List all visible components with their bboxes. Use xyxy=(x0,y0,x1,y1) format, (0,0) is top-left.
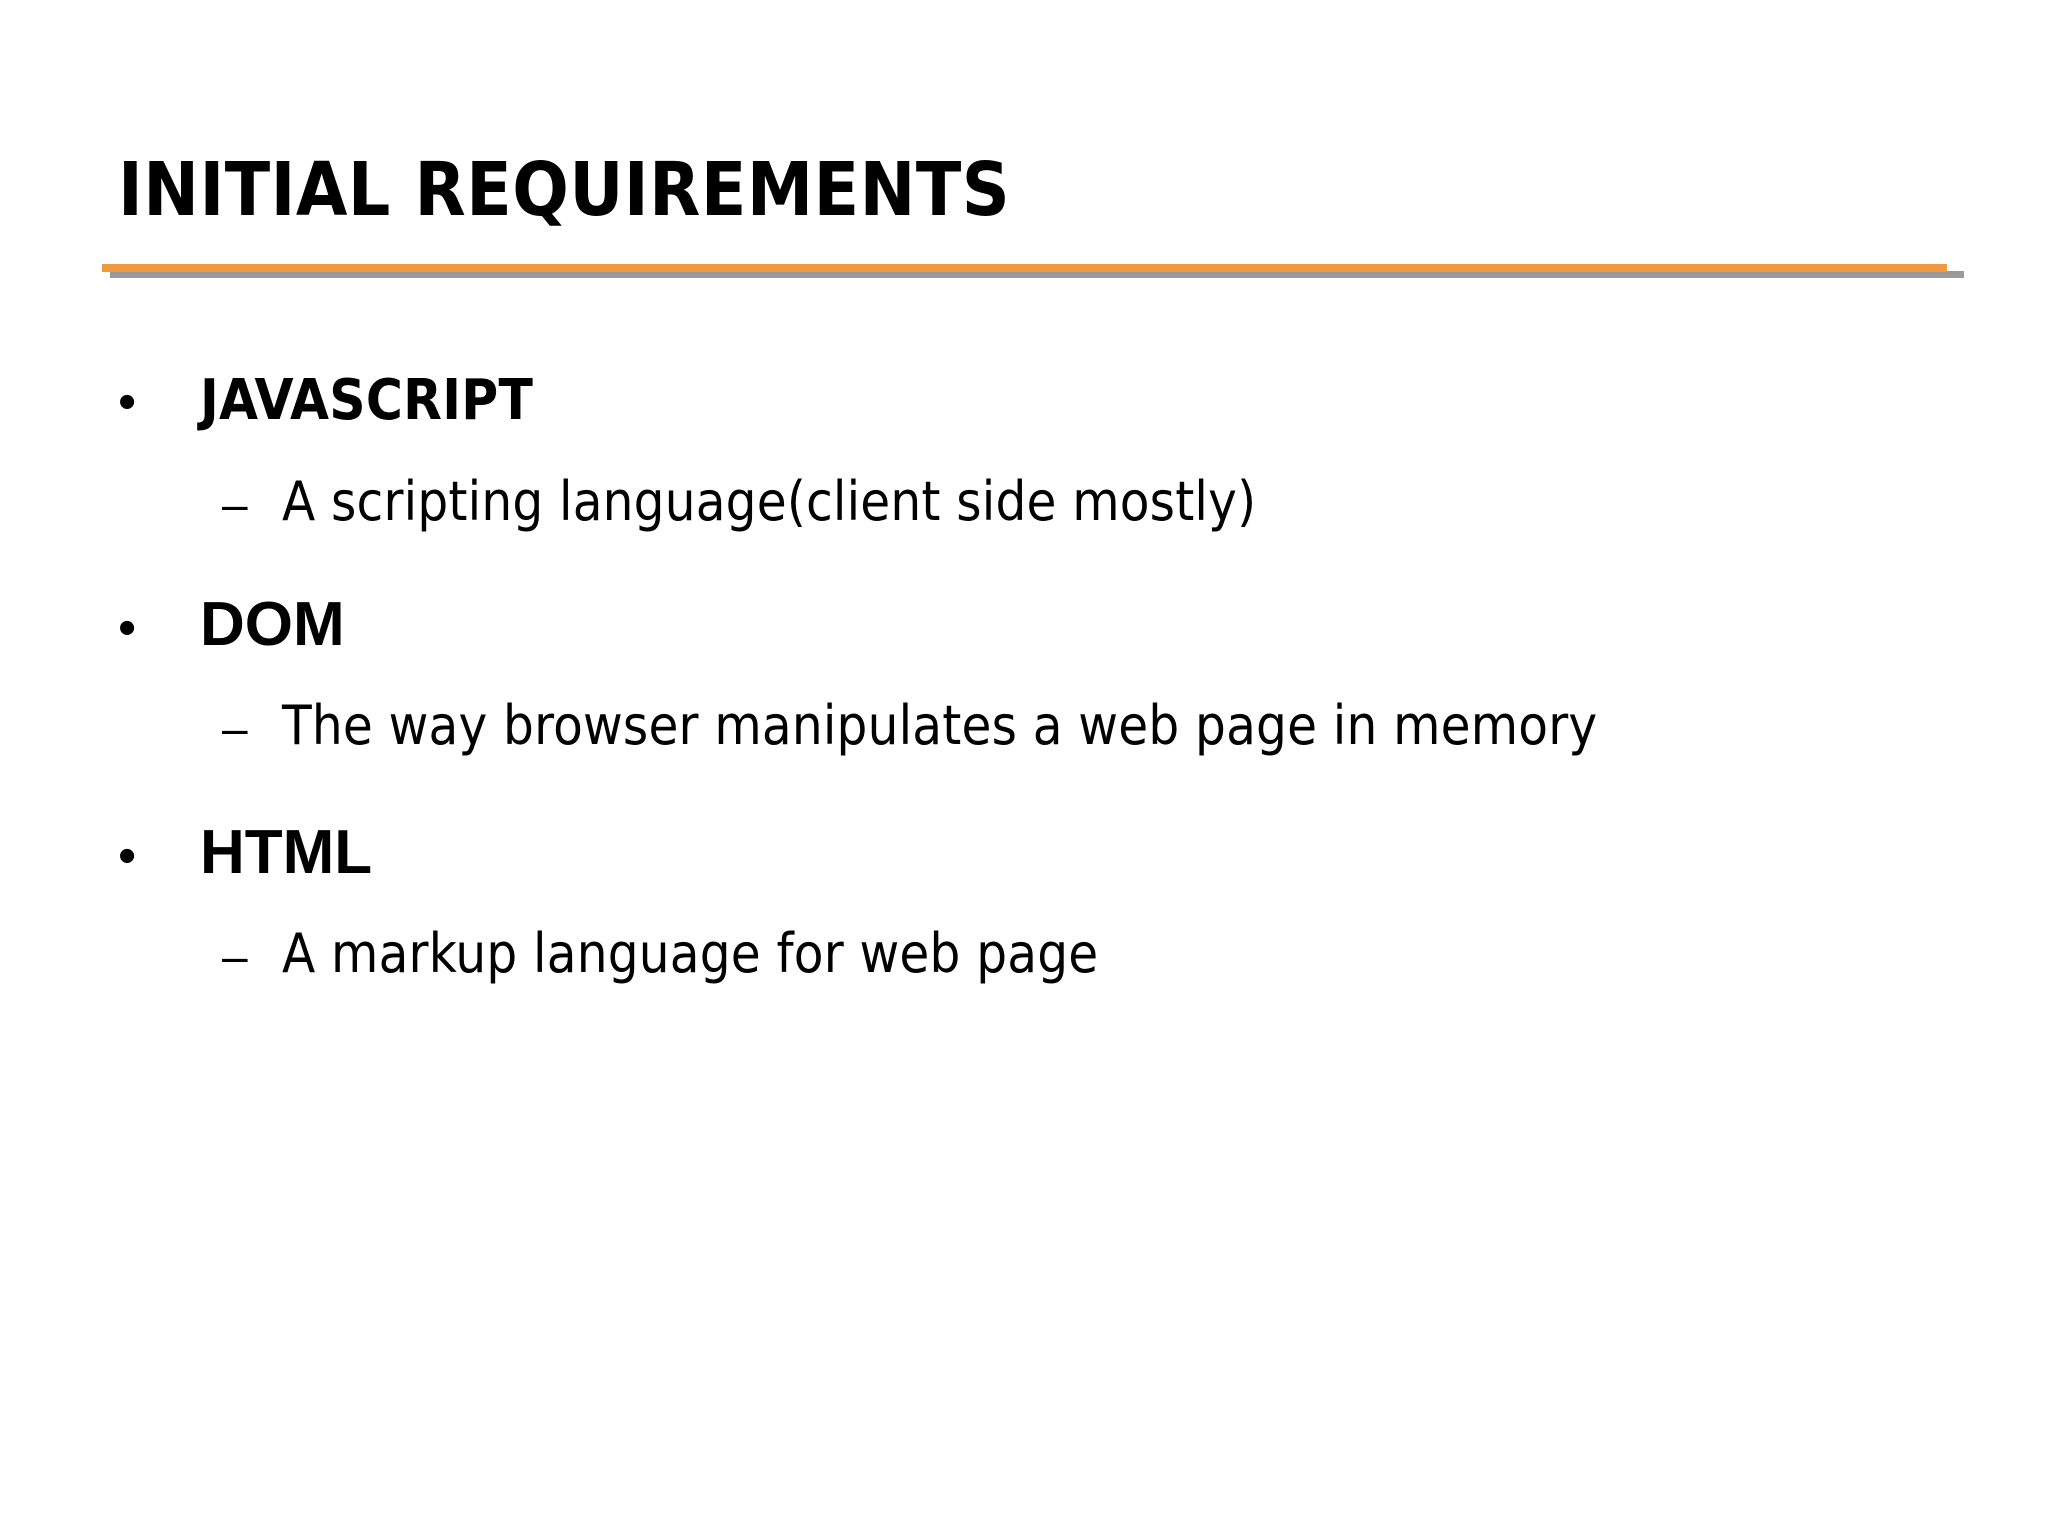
list-item-javascript: • JAVASCRIPT xyxy=(0,360,2048,462)
bullet-dot-icon: • xyxy=(118,373,137,431)
list-item-label: JAVASCRIPT xyxy=(200,368,534,433)
page-title: INITIAL REQUIREMENTS xyxy=(118,147,1011,233)
sub-list-item-dom: – The way browser manipulates a web page… xyxy=(0,686,2048,794)
divider-accent-bar xyxy=(102,264,1947,272)
list-item-label: DOM xyxy=(200,590,345,659)
spacer xyxy=(0,794,2048,812)
list-item-dom: • DOM xyxy=(0,584,2048,686)
sub-list-item-label: A scripting language(client side mostly) xyxy=(282,470,1257,533)
sub-list-item-label: A markup language for web page xyxy=(282,922,1099,985)
dash-bullet-icon: – xyxy=(222,478,248,530)
dash-bullet-icon: – xyxy=(222,702,248,754)
sub-list-item-label: The way browser manipulates a web page i… xyxy=(282,694,1598,757)
sub-list-item-html: – A markup language for web page xyxy=(0,914,2048,1022)
list-item-html: • HTML xyxy=(0,812,2048,914)
title-block: INITIAL REQUIREMENTS xyxy=(118,148,1968,238)
bullet-dot-icon: • xyxy=(118,599,137,657)
title-divider xyxy=(102,262,1964,282)
bullet-list: • JAVASCRIPT – A scripting language(clie… xyxy=(0,360,2048,1022)
bullet-dot-icon: • xyxy=(118,827,137,885)
list-item-label: HTML xyxy=(200,818,373,887)
dash-bullet-icon: – xyxy=(222,930,248,982)
divider-shadow xyxy=(110,271,1964,278)
sub-list-item-javascript: – A scripting language(client side mostl… xyxy=(0,462,2048,570)
spacer xyxy=(0,570,2048,584)
